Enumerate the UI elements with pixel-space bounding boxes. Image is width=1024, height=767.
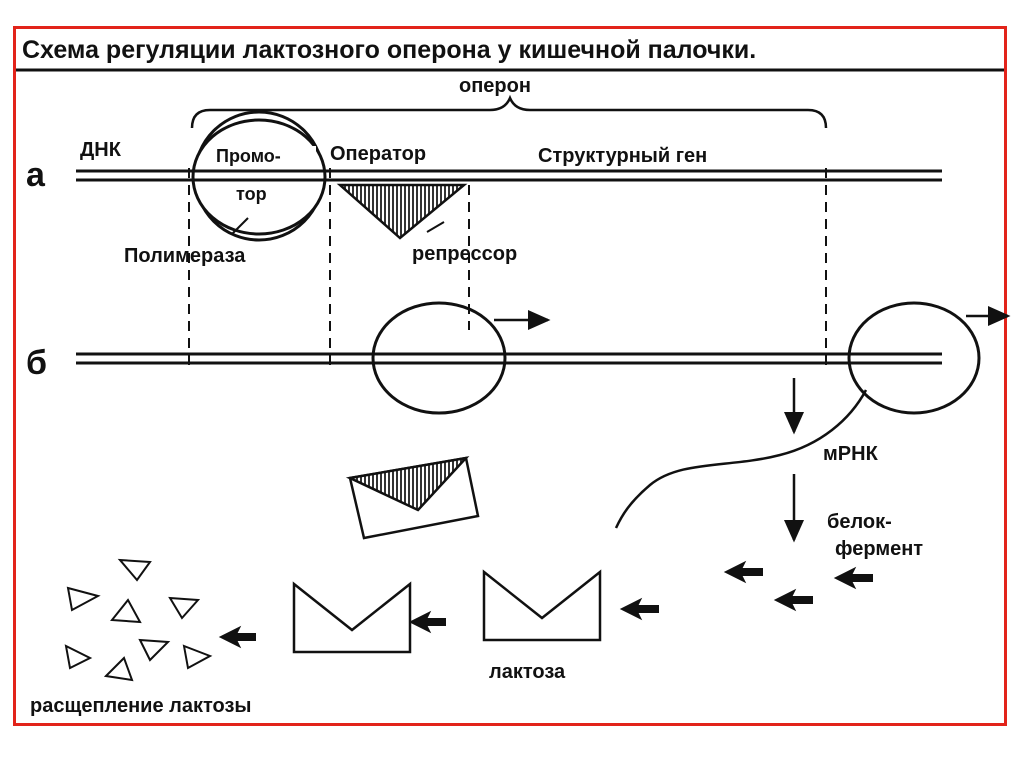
repressor-shape: [336, 183, 468, 240]
enzyme-arrow-5: [408, 610, 446, 634]
protein-label-line1: белок-: [827, 511, 892, 533]
repressor-label: репрессор: [412, 243, 517, 265]
row-a-letter: а: [26, 156, 46, 194]
mrna-label: мРНК: [823, 443, 879, 465]
fragment-3: [110, 598, 142, 624]
promoter-text-bg-2: [226, 185, 282, 205]
enzyme-arrow-4: [619, 597, 659, 621]
lactose-molecule-2: [292, 581, 412, 654]
enzyme-arrow-2: [833, 566, 873, 590]
enzyme-arrow-6: [218, 625, 256, 649]
fragment-8: [182, 644, 213, 670]
dna-label: ДНК: [80, 139, 122, 161]
promoter-label-line1: Промо-: [216, 146, 281, 166]
fragment-7: [103, 656, 134, 682]
repressor-pointer: [426, 221, 445, 233]
enzyme-arrow-3: [773, 588, 813, 612]
polymerase-ellipse-a: [191, 118, 327, 236]
fragment-5: [64, 644, 93, 670]
lactose-label: лактоза: [489, 661, 566, 683]
fragment-1: [117, 558, 152, 582]
fragment-4: [168, 596, 201, 620]
promoter-label-line2: тор: [236, 184, 267, 204]
operon-brace: [190, 94, 828, 129]
enzyme-arrows: [218, 560, 873, 649]
lactose-molecule-1: [482, 569, 602, 642]
protein-label-line2: фермент: [835, 538, 923, 560]
lactose-fragments: [64, 558, 213, 682]
lactose-breakdown-label: расщепление лактозы: [30, 695, 252, 717]
structural-gene-label: Структурный ген: [538, 145, 707, 167]
mrna-strand: [614, 389, 868, 529]
diagram-title: Схема регуляции лактозного оперона у киш…: [22, 36, 756, 64]
operator-label: Оператор: [330, 143, 426, 165]
promoter-text-bg: [214, 146, 316, 166]
fragment-2: [66, 586, 101, 612]
polymerase-ellipse-b2: [847, 301, 981, 415]
polymerase-pointer: [231, 217, 249, 235]
row-b-letter: б: [26, 344, 47, 382]
polymerase-label: Полимераза: [124, 245, 246, 267]
enzyme-arrow-1: [723, 560, 763, 584]
polymerase-ellipse-b1: [371, 301, 507, 415]
slide-frame: [13, 26, 1007, 726]
operon-label: оперон: [459, 75, 531, 97]
repressor-lactose-complex: [345, 456, 480, 540]
fragment-6: [138, 638, 171, 662]
